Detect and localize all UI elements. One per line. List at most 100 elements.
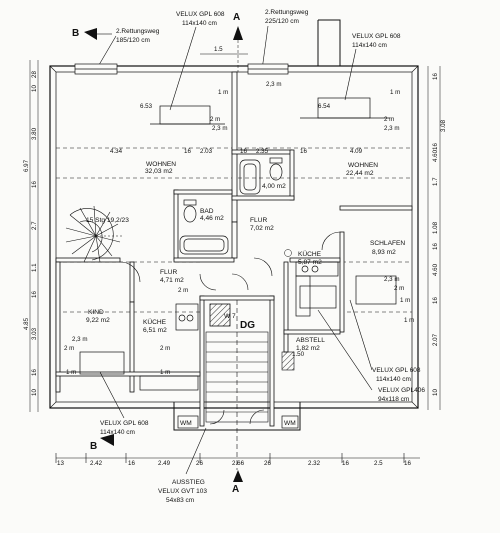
svg-text:2,3 m: 2,3 m <box>266 81 281 88</box>
svg-text:185/120 cm: 185/120 cm <box>116 37 150 44</box>
stair-label: 15 Stg 19,2/23 <box>86 217 129 224</box>
svg-text:FLUR: FLUR <box>160 269 177 276</box>
svg-text:16: 16 <box>432 73 439 80</box>
svg-text:4.09: 4.09 <box>350 148 363 155</box>
svg-text:2 m: 2 m <box>394 285 404 292</box>
svg-text:4.60: 4.60 <box>432 149 439 162</box>
svg-text:16: 16 <box>31 181 38 188</box>
svg-text:32,03 m2: 32,03 m2 <box>145 168 173 175</box>
svg-text:16: 16 <box>31 291 38 298</box>
svg-text:KÜCHE: KÜCHE <box>298 250 322 258</box>
svg-text:4.34: 4.34 <box>110 148 123 155</box>
roof-window-kind <box>79 351 125 375</box>
svg-text:1 m: 1 m <box>218 89 228 96</box>
svg-text:5,87 m2: 5,87 m2 <box>298 259 322 266</box>
svg-text:10: 10 <box>432 389 439 396</box>
velux-bottom-left-callout: VELUX GPL 608 114x140 cm <box>99 371 149 436</box>
svg-text:2 m: 2 m <box>384 116 394 123</box>
ausstieg-callout: AUSSTIEG VELUX GVT 103 54x83 cm <box>158 427 207 504</box>
room-wohnen-right: WOHNEN 22,44 m2 <box>346 162 378 177</box>
svg-text:16: 16 <box>404 460 411 467</box>
svg-text:2,3 m: 2,3 m <box>212 125 227 132</box>
bottom-dimension-chain: 13 2.42 16 2.49 26 2.66 26 2.32 16 2.5 1… <box>55 453 420 467</box>
svg-text:1.5: 1.5 <box>214 46 223 53</box>
room-kueche-right: KÜCHE 5,87 m2 <box>284 249 322 266</box>
svg-text:16: 16 <box>184 148 191 155</box>
svg-text:114x140 cm: 114x140 cm <box>376 376 411 383</box>
roof-window-right <box>300 97 390 119</box>
room-wohnen-left: WOHNEN 32,03 m2 <box>145 161 176 175</box>
svg-text:94x118 cm: 94x118 cm <box>378 396 409 403</box>
svg-text:1 m: 1 m <box>404 317 414 324</box>
kitchen-counter-right <box>295 261 339 317</box>
svg-text:1,82 m2: 1,82 m2 <box>296 345 320 352</box>
roof-window-left <box>150 105 225 125</box>
svg-text:16: 16 <box>432 243 439 250</box>
svg-text:22,44 m2: 22,44 m2 <box>346 170 374 177</box>
room-kueche-left: KÜCHE 6,51 m2 <box>143 318 167 334</box>
svg-text:54x83 cm: 54x83 cm <box>166 497 194 504</box>
left-dimension-chain: 28 10 3.80 6.97 16 2.7 1.1 16 4.85 3.03 … <box>23 60 39 412</box>
svg-text:16: 16 <box>128 460 135 467</box>
svg-text:4.85: 4.85 <box>23 317 30 330</box>
svg-text:2 m: 2 m <box>210 116 220 123</box>
svg-text:10: 10 <box>31 85 38 92</box>
chimney <box>209 303 231 327</box>
wm-left-label: WM <box>180 420 192 427</box>
velux-right-mid-callout: VELUX GPL 608 114x140 cm <box>349 299 421 383</box>
interior-walls <box>55 71 413 427</box>
room-kind: KIND 9,22 m2 <box>86 309 110 324</box>
svg-text:2.42: 2.42 <box>90 460 103 467</box>
svg-text:2.07: 2.07 <box>432 333 439 346</box>
svg-text:A: A <box>233 12 240 23</box>
svg-text:9,22 m2: 9,22 m2 <box>86 317 110 324</box>
svg-text:1.50: 1.50 <box>292 351 305 358</box>
svg-text:A: A <box>232 484 239 495</box>
svg-text:1 m: 1 m <box>390 89 400 96</box>
section-marker-b-top: B <box>72 28 112 40</box>
svg-text:2.03: 2.03 <box>200 148 213 155</box>
bathtub-right <box>239 159 261 195</box>
room-flur-left: FLUR 4,71 m2 <box>160 269 184 284</box>
svg-text:BAD: BAD <box>200 208 214 215</box>
kitchen-counter-left <box>139 303 199 391</box>
toilet-left <box>183 199 197 223</box>
svg-text:FLUR: FLUR <box>250 217 267 224</box>
bathtub-left <box>179 235 229 255</box>
svg-text:16: 16 <box>432 143 439 150</box>
dg-label: DG <box>240 320 255 331</box>
roof-window-schlafen <box>355 275 397 305</box>
svg-text:6.53: 6.53 <box>140 103 153 110</box>
svg-text:2,3 m: 2,3 m <box>72 336 87 343</box>
svg-text:16: 16 <box>342 460 349 467</box>
svg-text:2 m: 2 m <box>178 287 188 294</box>
svg-text:B: B <box>72 28 79 39</box>
svg-text:10: 10 <box>31 389 38 396</box>
svg-text:VELUX GPL 608: VELUX GPL 608 <box>352 33 401 40</box>
wm-right-label: WM <box>284 420 296 427</box>
svg-text:114x140 cm: 114x140 cm <box>182 20 217 27</box>
svg-text:WOHNEN: WOHNEN <box>146 161 176 168</box>
svg-text:1 m: 1 m <box>400 297 410 304</box>
svg-text:16: 16 <box>31 369 38 376</box>
svg-text:VELUX GPL 608: VELUX GPL 608 <box>100 420 149 427</box>
svg-text:VELUX GPL406: VELUX GPL406 <box>378 387 425 394</box>
svg-text:2,3 m: 2,3 m <box>384 125 399 132</box>
svg-text:2.49: 2.49 <box>158 460 171 467</box>
room-schlafen: SCHLAFEN 8,93 m2 <box>370 240 405 256</box>
velux-top-left-callout: VELUX GPL 608 114x140 cm <box>169 11 225 111</box>
interior-dimensions: 1.5 2,3 m 6.53 6.54 2 m 2,3 m 2 m 2,3 m … <box>64 46 414 376</box>
section-marker-a-bottom: A <box>232 470 243 495</box>
svg-text:6.97: 6.97 <box>23 159 30 172</box>
svg-text:26: 26 <box>264 460 271 467</box>
svg-text:WOHNEN: WOHNEN <box>348 162 378 169</box>
svg-text:VELUX GPL 608: VELUX GPL 608 <box>176 11 225 18</box>
svg-text:4.60: 4.60 <box>432 263 439 276</box>
velux-top-right-callout: VELUX GPL 608 114x140 cm <box>344 33 401 101</box>
svg-text:B: B <box>90 441 97 452</box>
svg-text:AUSSTIEG: AUSSTIEG <box>172 479 205 486</box>
svg-text:2.Rettungsweg: 2.Rettungsweg <box>265 9 309 16</box>
section-marker-a-top: A <box>233 12 243 72</box>
rescue-route-right-callout: 2.Rettungsweg 225/120 cm <box>261 9 309 71</box>
